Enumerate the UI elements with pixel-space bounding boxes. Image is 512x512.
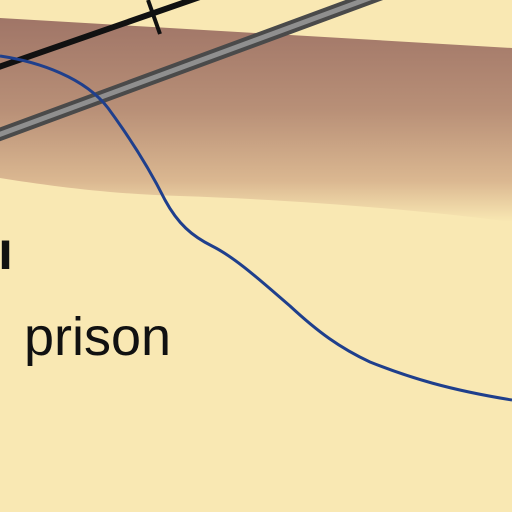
hillside-shaded-band: [0, 18, 512, 222]
cut-off-label-fragment: ı: [0, 221, 14, 281]
road-gray-highlight: [0, 0, 372, 137]
river-line: [0, 54, 512, 402]
road-tick-mark: [146, 0, 162, 35]
prison-label: prison: [24, 307, 172, 367]
road-black: [0, 0, 201, 70]
